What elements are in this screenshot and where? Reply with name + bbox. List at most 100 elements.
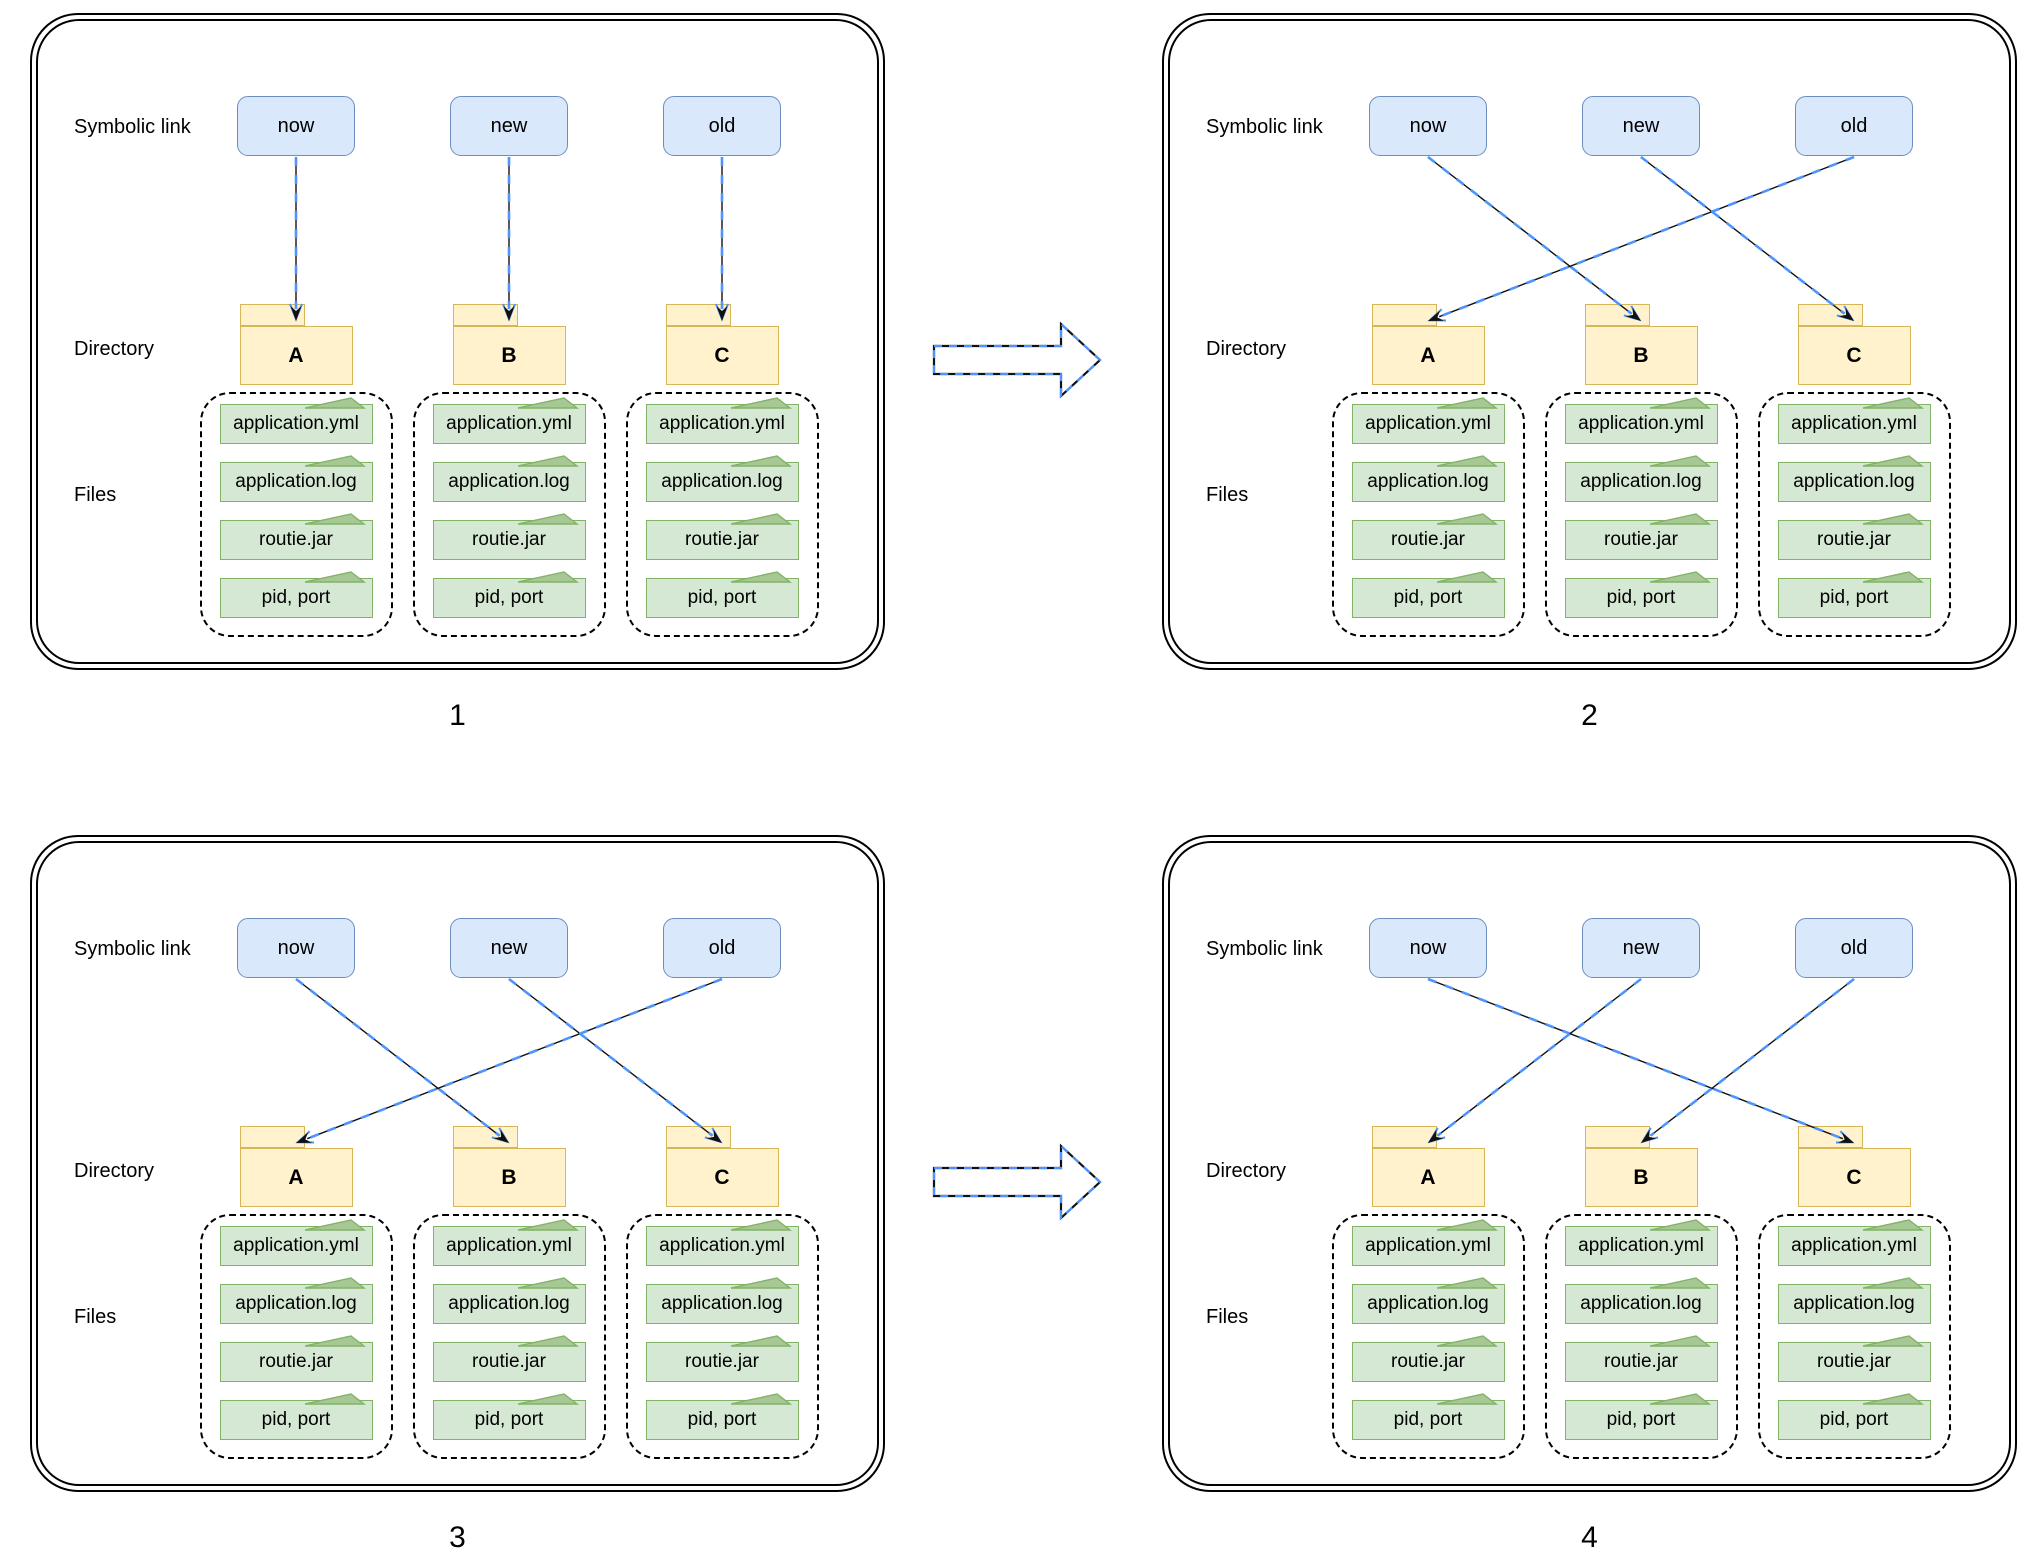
file-label: pid, port bbox=[474, 1409, 544, 1430]
directory-folder-tab-c bbox=[665, 304, 731, 326]
files-group-a bbox=[1331, 392, 1525, 637]
files-group-a bbox=[199, 1214, 393, 1459]
file-box-pid-port: pid, port bbox=[1777, 571, 1931, 618]
symlink-box-old: old bbox=[1795, 918, 1913, 978]
file-label: pid, port bbox=[1606, 1409, 1676, 1430]
symlink-arrow-old-to-b bbox=[1640, 977, 1855, 1144]
file-box-application-yml: application.yml bbox=[645, 397, 799, 444]
directory-folder-a: A bbox=[1371, 1148, 1485, 1207]
file-label: application.yml bbox=[659, 1235, 785, 1256]
row-label-files: Files bbox=[1206, 484, 1249, 506]
file-box-application-log: application.log bbox=[1777, 455, 1931, 502]
file-box-pid-port: pid, port bbox=[432, 1393, 586, 1440]
file-label: pid, port bbox=[261, 587, 331, 608]
file-label: routie.jar bbox=[685, 1351, 759, 1372]
file-box-routie-jar: routie.jar bbox=[432, 1335, 586, 1382]
file-box-pid-port: pid, port bbox=[219, 571, 373, 618]
file-label: application.yml bbox=[233, 413, 359, 434]
file-label: routie.jar bbox=[1604, 529, 1678, 550]
file-label: routie.jar bbox=[1604, 1351, 1678, 1372]
file-box-application-yml: application.yml bbox=[645, 1219, 799, 1266]
directory-folder-c: C bbox=[665, 326, 779, 385]
file-box-routie-jar: routie.jar bbox=[1777, 513, 1931, 560]
file-box-application-log: application.log bbox=[1351, 1277, 1505, 1324]
file-box-routie-jar: routie.jar bbox=[1351, 1335, 1505, 1382]
file-box-routie-jar: routie.jar bbox=[219, 513, 373, 560]
file-label: routie.jar bbox=[259, 529, 333, 550]
file-label: application.log bbox=[1793, 1293, 1915, 1314]
file-box-routie-jar: routie.jar bbox=[1564, 1335, 1718, 1382]
files-group-b bbox=[1544, 392, 1738, 637]
directory-folder-tab-b bbox=[1584, 1126, 1650, 1148]
file-label: application.yml bbox=[1578, 413, 1704, 434]
file-box-application-log: application.log bbox=[219, 455, 373, 502]
file-label: application.log bbox=[448, 1293, 570, 1314]
file-label: application.log bbox=[661, 471, 783, 492]
symlink-box-now: now bbox=[237, 96, 355, 156]
file-box-routie-jar: routie.jar bbox=[645, 513, 799, 560]
file-label: routie.jar bbox=[685, 529, 759, 550]
file-box-pid-port: pid, port bbox=[645, 571, 799, 618]
file-label: application.yml bbox=[1365, 1235, 1491, 1256]
row-label-symbolic-link: Symbolic link bbox=[1206, 116, 1323, 138]
file-label: application.log bbox=[1580, 471, 1702, 492]
directory-folder-tab-a bbox=[239, 1126, 305, 1148]
file-box-routie-jar: routie.jar bbox=[432, 513, 586, 560]
file-box-application-yml: application.yml bbox=[1777, 397, 1931, 444]
directory-folder-c: C bbox=[1797, 326, 1911, 385]
file-label: application.log bbox=[661, 1293, 783, 1314]
symlink-arrow-now-to-c bbox=[1427, 977, 1855, 1144]
file-label: pid, port bbox=[1819, 1409, 1889, 1430]
row-label-symbolic-link: Symbolic link bbox=[1206, 938, 1323, 960]
transition-arrow-icon-3-to-4 bbox=[932, 1143, 1102, 1221]
file-label: application.log bbox=[448, 471, 570, 492]
symlink-box-now: now bbox=[237, 918, 355, 978]
row-label-symbolic-link: Symbolic link bbox=[74, 938, 191, 960]
directory-folder-b: B bbox=[452, 1148, 566, 1207]
file-label: application.yml bbox=[1365, 413, 1491, 434]
row-label-directory: Directory bbox=[1206, 338, 1287, 360]
symlink-box-new: new bbox=[450, 918, 568, 978]
file-box-application-yml: application.yml bbox=[219, 1219, 373, 1266]
file-box-routie-jar: routie.jar bbox=[1351, 513, 1505, 560]
symlink-arrow-new-to-c bbox=[508, 977, 723, 1144]
file-box-pid-port: pid, port bbox=[645, 1393, 799, 1440]
symlink-box-old: old bbox=[663, 918, 781, 978]
row-label-symbolic-link: Symbolic link bbox=[74, 116, 191, 138]
symlink-box-new: new bbox=[450, 96, 568, 156]
directory-folder-a: A bbox=[1371, 326, 1485, 385]
file-label: pid, port bbox=[261, 1409, 331, 1430]
symlink-box-new: new bbox=[1582, 918, 1700, 978]
files-group-b bbox=[1544, 1214, 1738, 1459]
file-box-pid-port: pid, port bbox=[219, 1393, 373, 1440]
file-box-application-log: application.log bbox=[1564, 1277, 1718, 1324]
symlink-arrow-now-to-a bbox=[289, 157, 303, 322]
file-label: application.yml bbox=[659, 413, 785, 434]
file-label: application.log bbox=[1367, 1293, 1489, 1314]
file-box-application-yml: application.yml bbox=[1564, 397, 1718, 444]
symlink-box-now: now bbox=[1369, 96, 1487, 156]
row-label-files: Files bbox=[74, 484, 117, 506]
symlink-arrow-new-to-a bbox=[1427, 977, 1642, 1144]
file-box-application-yml: application.yml bbox=[1351, 1219, 1505, 1266]
symlink-arrow-new-to-c bbox=[1640, 155, 1855, 322]
file-label: application.log bbox=[1367, 471, 1489, 492]
files-group-b bbox=[412, 392, 606, 637]
directory-folder-b: B bbox=[452, 326, 566, 385]
file-label: routie.jar bbox=[259, 1351, 333, 1372]
file-label: routie.jar bbox=[472, 1351, 546, 1372]
file-box-application-log: application.log bbox=[645, 1277, 799, 1324]
file-box-application-log: application.log bbox=[1777, 1277, 1931, 1324]
file-box-routie-jar: routie.jar bbox=[1777, 1335, 1931, 1382]
file-box-pid-port: pid, port bbox=[432, 571, 586, 618]
file-box-application-yml: application.yml bbox=[432, 1219, 586, 1266]
file-label: application.log bbox=[1580, 1293, 1702, 1314]
file-box-application-log: application.log bbox=[1351, 455, 1505, 502]
file-box-routie-jar: routie.jar bbox=[645, 1335, 799, 1382]
panel-number-1: 1 bbox=[449, 699, 466, 732]
row-label-files: Files bbox=[1206, 1306, 1249, 1328]
directory-folder-tab-c bbox=[1797, 304, 1863, 326]
